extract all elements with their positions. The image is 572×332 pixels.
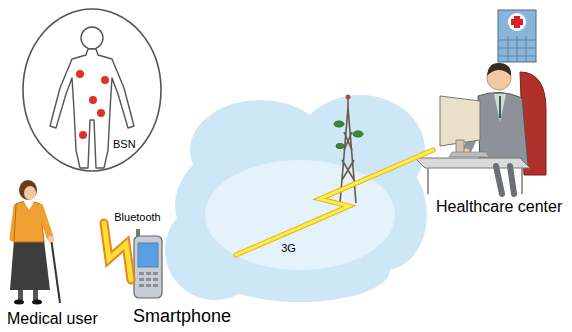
ellipse-outline — [22, 8, 162, 172]
ellipse-shape — [23, 9, 161, 171]
network-cloud — [165, 95, 427, 302]
center-node: Healthcare center — [433, 40, 568, 218]
link-label: 3G — [279, 242, 298, 255]
bsn-ellipse: BSN — [22, 8, 162, 172]
hospital-icon — [498, 10, 536, 62]
sensor-dots — [76, 70, 109, 139]
user-node: Medical user — [3, 180, 104, 330]
node-label: Smartphone — [133, 306, 231, 328]
bolt-outline — [236, 150, 433, 255]
bolt-core — [236, 150, 433, 255]
doctor-figure — [415, 63, 546, 194]
phone-node: Smartphone — [131, 230, 236, 330]
network-label: BSN — [113, 138, 136, 151]
node-label: Medical user — [7, 309, 98, 328]
woman-figure — [10, 180, 60, 305]
link-label: Bluetooth — [112, 211, 162, 224]
phone-icon — [134, 229, 162, 298]
bolt-core — [104, 223, 131, 280]
node-label: Healthcare center — [436, 197, 562, 216]
lightning-link — [104, 223, 131, 280]
bolt-outline — [104, 223, 131, 280]
lightning-link — [236, 150, 433, 255]
